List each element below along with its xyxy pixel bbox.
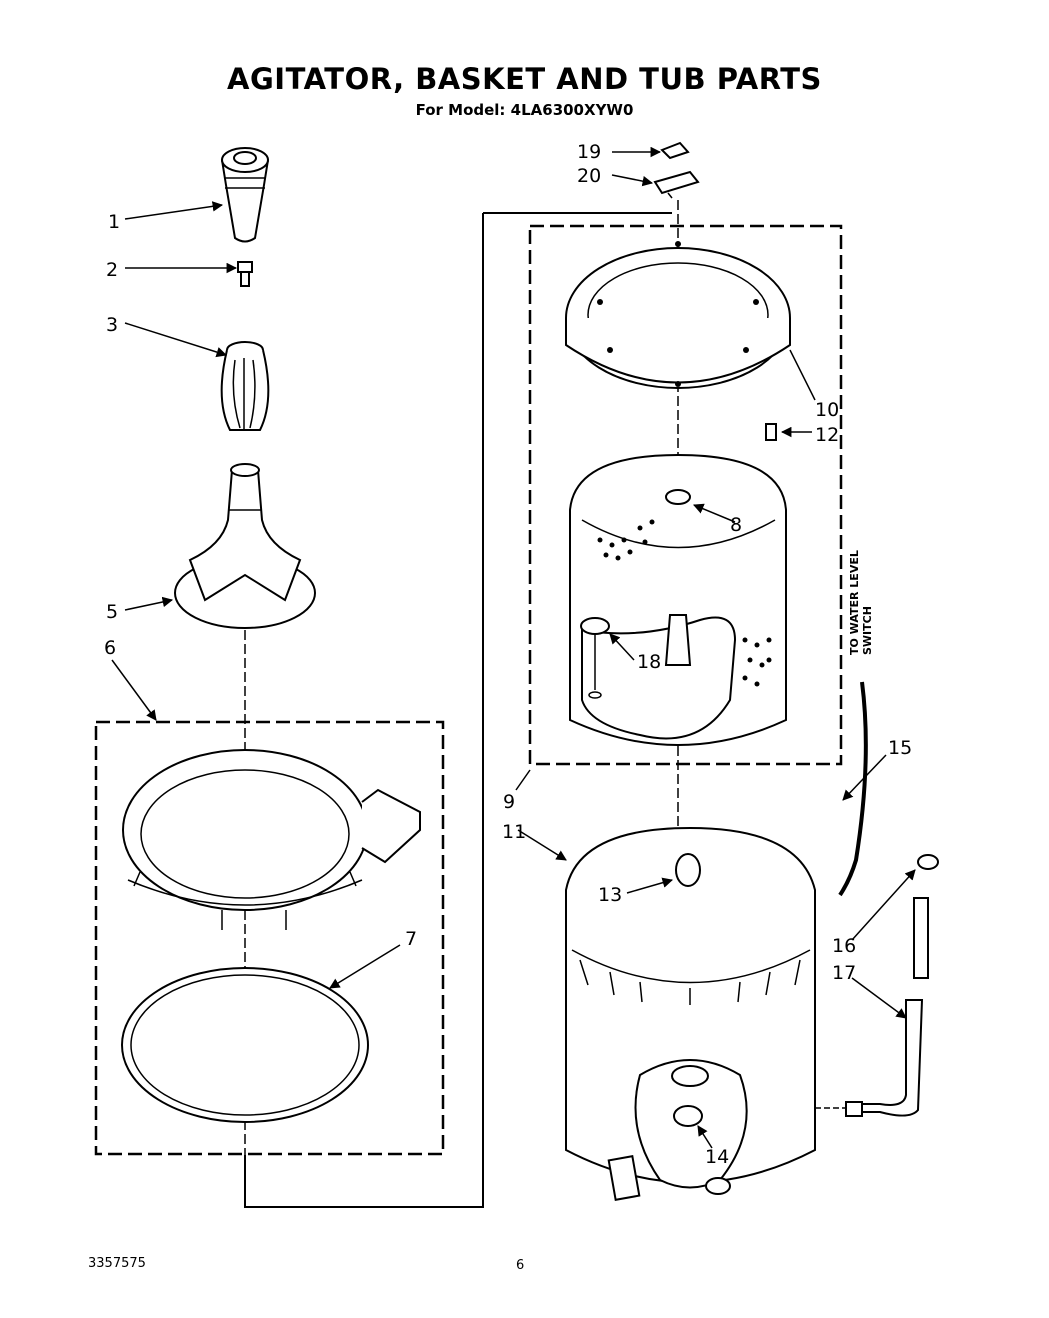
leader-1 xyxy=(124,201,224,220)
drain-fitting-part xyxy=(673,1105,703,1127)
callout-8: 8 xyxy=(730,514,742,536)
assembly-bracket-line xyxy=(244,213,484,1208)
leader-9 xyxy=(515,769,531,791)
callout-1: 1 xyxy=(108,211,120,233)
page-number: 6 xyxy=(516,1258,525,1273)
leader-16 xyxy=(851,869,916,941)
svg-text:TO WATER LEVEL: TO WATER LEVEL xyxy=(848,550,861,655)
callout-14: 14 xyxy=(705,1146,729,1168)
agitator-base-part xyxy=(174,463,316,629)
leader-3 xyxy=(124,322,228,358)
leader-18 xyxy=(609,633,635,661)
spin-basket-part xyxy=(569,453,787,746)
leader-8 xyxy=(693,503,736,523)
kit-box-6 xyxy=(94,720,445,1156)
tub-ring-part xyxy=(122,749,421,930)
kit-box-9 xyxy=(528,224,843,766)
drain-plug-part xyxy=(580,617,610,635)
callout-16: 16 xyxy=(832,935,856,957)
basket-ring-part xyxy=(565,241,791,389)
leader-17 xyxy=(851,977,907,1019)
callout-3: 3 xyxy=(106,314,118,336)
clip-part-20 xyxy=(653,170,700,199)
callout-5: 5 xyxy=(106,601,118,623)
callout-17: 17 xyxy=(832,962,856,984)
callout-20: 20 xyxy=(577,165,601,187)
water-level-hose-part xyxy=(838,681,868,897)
outer-tub-part xyxy=(565,826,816,1201)
callout-13: 13 xyxy=(598,884,622,906)
clip-part-12 xyxy=(765,423,777,441)
callout-10: 10 xyxy=(815,399,839,421)
svg-text:SWITCH: SWITCH xyxy=(861,606,874,655)
callout-6: 6 xyxy=(104,637,116,659)
fastener-part xyxy=(237,261,253,287)
callout-9: 9 xyxy=(503,791,515,813)
tub-bearing-part xyxy=(675,853,701,887)
basket-hub-part xyxy=(664,614,692,666)
callout-7: 7 xyxy=(405,928,417,950)
agitator-cap-part xyxy=(220,147,270,243)
callout-12: 12 xyxy=(815,424,839,446)
drain-hose-part xyxy=(815,854,939,1117)
callout-15: 15 xyxy=(888,737,912,759)
clip-part-19 xyxy=(660,141,690,160)
callout-11: 11 xyxy=(502,821,526,843)
page-title: AGITATOR, BASKET AND TUB PARTS xyxy=(227,62,822,96)
leader-13 xyxy=(626,877,674,894)
leader-10 xyxy=(789,349,816,401)
hub-nut-part xyxy=(665,489,691,505)
leader-5 xyxy=(124,596,174,611)
water-level-switch-note: TO WATER LEVEL SWITCH xyxy=(848,550,874,655)
callout-18: 18 xyxy=(637,651,661,673)
leader-7 xyxy=(329,944,401,989)
callout-19: 19 xyxy=(577,141,601,163)
leader-14 xyxy=(697,1125,713,1149)
document-number: 3357575 xyxy=(88,1256,146,1271)
model-subtitle: For Model: 4LA6300XYW0 xyxy=(415,101,634,119)
leader-15 xyxy=(842,754,887,801)
auger-sleeve-part xyxy=(220,341,270,431)
tub-seal-ring-part xyxy=(121,967,369,1123)
leader-11 xyxy=(517,829,567,861)
callout-2: 2 xyxy=(106,259,118,281)
leader-20 xyxy=(611,174,654,187)
leader-6 xyxy=(111,659,157,721)
